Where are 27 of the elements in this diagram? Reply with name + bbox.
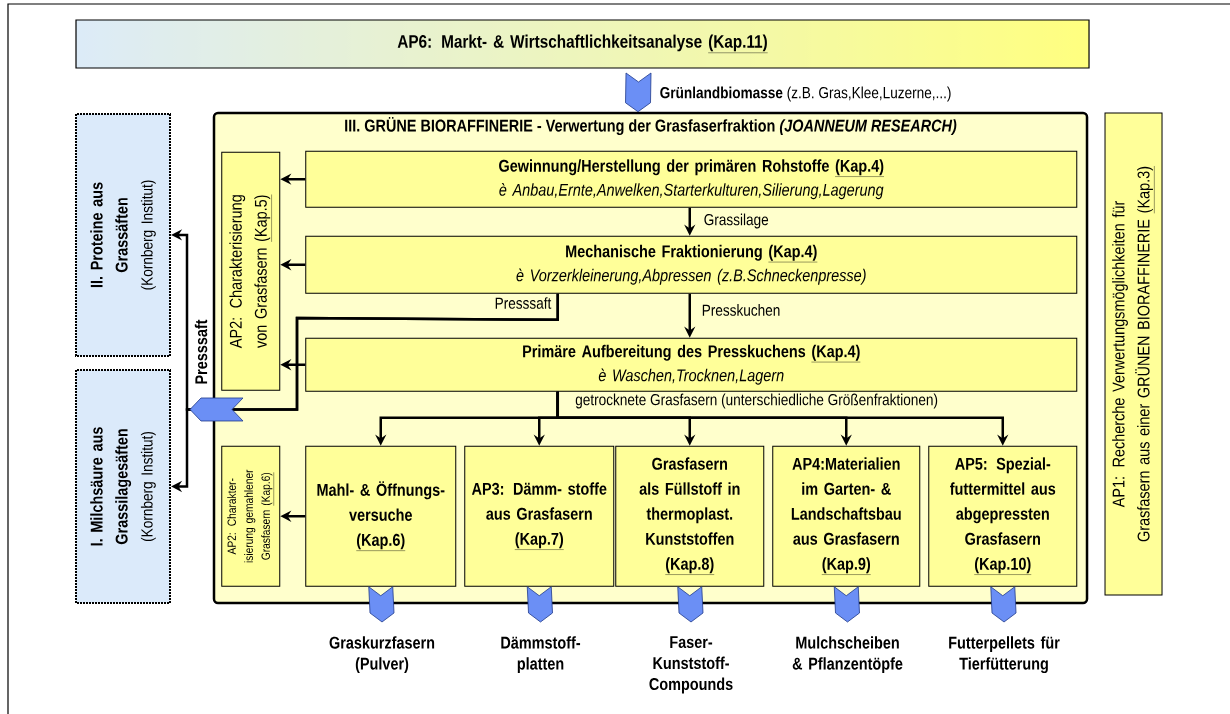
product-label: Dämmstoff- platten — [501, 636, 581, 674]
chevron-arrow — [368, 586, 395, 623]
edge-label: Grünlandbiomasse (z.B. Gras,Klee,Luzerne,...) — [658, 85, 953, 103]
chevron-arrow — [526, 586, 553, 623]
process-box: Gewinnung/Herstellung der primären Rohstoffe (Kap.4) è Anbau,Ernte,Anwelken,Starterkulturen,Silierung,Lagerung — [305, 150, 1078, 208]
flow-label: Presssaft — [193, 318, 209, 386]
work-package-box: AP1: Recherche Verwertungsmöglichkeiten für Grasfasern aus einer GRÜNEN BIORAFFINERIE (Kap.3) — [1104, 112, 1163, 596]
product-label: Faser- Kunststoff- Compounds — [649, 636, 733, 694]
chevron-arrow — [990, 586, 1017, 623]
work-package-box: Mahl- & Öffnungs- versuche (Kap.6) — [305, 445, 457, 587]
chevron-arrow — [189, 397, 244, 422]
work-package-box: AP3: Dämm- stoffe aus Grasfasern (Kap.7) — [464, 445, 615, 587]
chevron-arrow — [833, 586, 860, 623]
chevron-arrow — [677, 586, 704, 623]
work-package-band: AP6: Markt- & Wirtschaftlichkeitsanalyse (Kap.11) — [75, 19, 1090, 69]
product-label: Graskurzfasern (Pulver) — [329, 636, 435, 674]
product-label: Mulchscheiben & Pflanzentöpfe — [792, 636, 903, 674]
product-label: Futterpellets für Tierfütterung — [949, 636, 1060, 674]
work-package-box: AP4:Materialien im Garten- & Landschaftsbau aus Grasfasern (Kap.9) — [772, 445, 921, 587]
process-box: Mechanische Fraktionierung (Kap.4) è Vorzerkleinerung,Abpressen (z.B.Schneckenpresse) — [305, 235, 1078, 294]
partner-box: II. Proteine aus Grassäften (Kornberg Institut) — [75, 113, 171, 357]
work-package-box: AP5: Spezial- futtermittel aus abgepressten Grasfasern (Kap.10) — [928, 445, 1078, 587]
edge-label: Grassilage — [702, 212, 771, 230]
partner-box: I. Milchsäure aus Grassilagesäften (Kornberg Institut) — [75, 369, 171, 604]
chevron-arrow — [625, 72, 652, 113]
process-box: Primäre Aufbereitung des Presskuchens (Kap.4) è Waschen,Trocknen,Lagern — [305, 337, 1078, 392]
work-package-box: Grasfasern als Füllstoff in thermoplast. Kunststoffen (Kap.8) — [615, 445, 765, 587]
